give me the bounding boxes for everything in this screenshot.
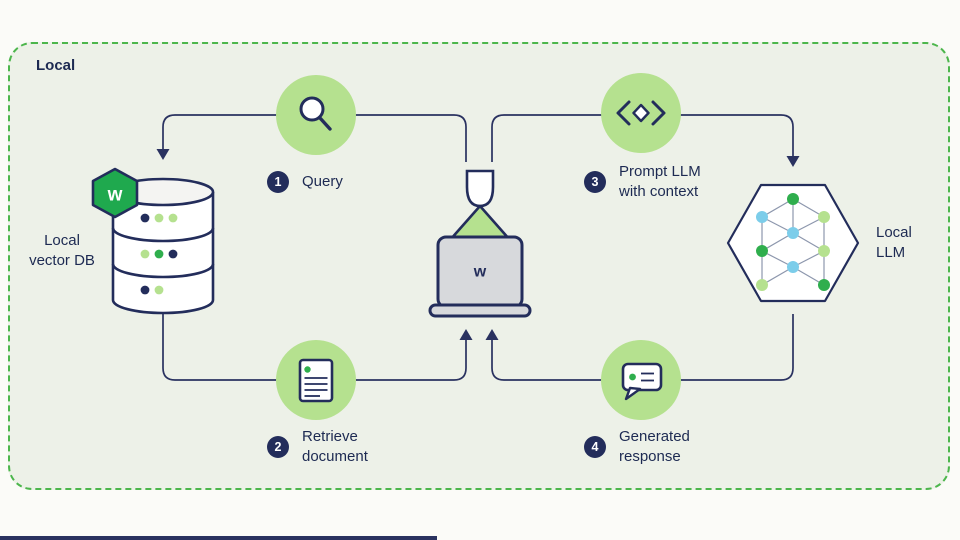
vector-db-line2: vector DB — [29, 252, 95, 269]
step-4-line2: response — [619, 448, 681, 465]
step-3-label: Prompt LLM with context — [619, 162, 701, 202]
step-1-label: Query — [302, 173, 343, 190]
person-body — [448, 204, 512, 242]
step-1-badge: 1 — [267, 171, 289, 193]
writer-logo-glyph: w — [107, 185, 123, 206]
database-icon: w — [91, 167, 215, 315]
person-laptop-icon: w — [428, 169, 532, 318]
vector-db-line1: Local — [44, 232, 80, 249]
arrowheads — [156, 149, 800, 340]
vector-db-label: Local vector DB — [18, 231, 106, 271]
step-3-badge: 3 — [584, 171, 606, 193]
bottom-progress-bar — [0, 536, 437, 540]
step-3-line1: Prompt LLM — [619, 163, 701, 180]
chat-bubble-icon — [621, 362, 663, 401]
step-4-label: Generated response — [619, 427, 690, 467]
llm-label: Local LLM — [876, 223, 912, 263]
network-nodes — [756, 193, 830, 291]
database-dots — [140, 213, 178, 295]
document-icon — [298, 358, 334, 403]
llm-line1: Local — [876, 224, 912, 241]
hexagon-neural-network-icon — [726, 183, 860, 303]
search-icon — [299, 96, 332, 131]
step-4-badge: 4 — [584, 436, 606, 458]
step-2-line2: document — [302, 448, 368, 465]
step-3-line2: with context — [619, 183, 699, 200]
writer-logo-icon: w — [91, 167, 139, 219]
local-label: Local — [36, 57, 76, 74]
person-head — [465, 169, 495, 208]
step-4-line1: Generated — [619, 428, 690, 445]
llm-line2: LLM — [876, 244, 906, 261]
step-2-label: Retrieve document — [302, 427, 368, 467]
step-2-line1: Retrieve — [302, 428, 358, 445]
code-icon — [616, 100, 666, 126]
laptop-logo-glyph: w — [473, 264, 487, 281]
laptop-base — [428, 303, 532, 318]
step-2-badge: 2 — [267, 436, 289, 458]
